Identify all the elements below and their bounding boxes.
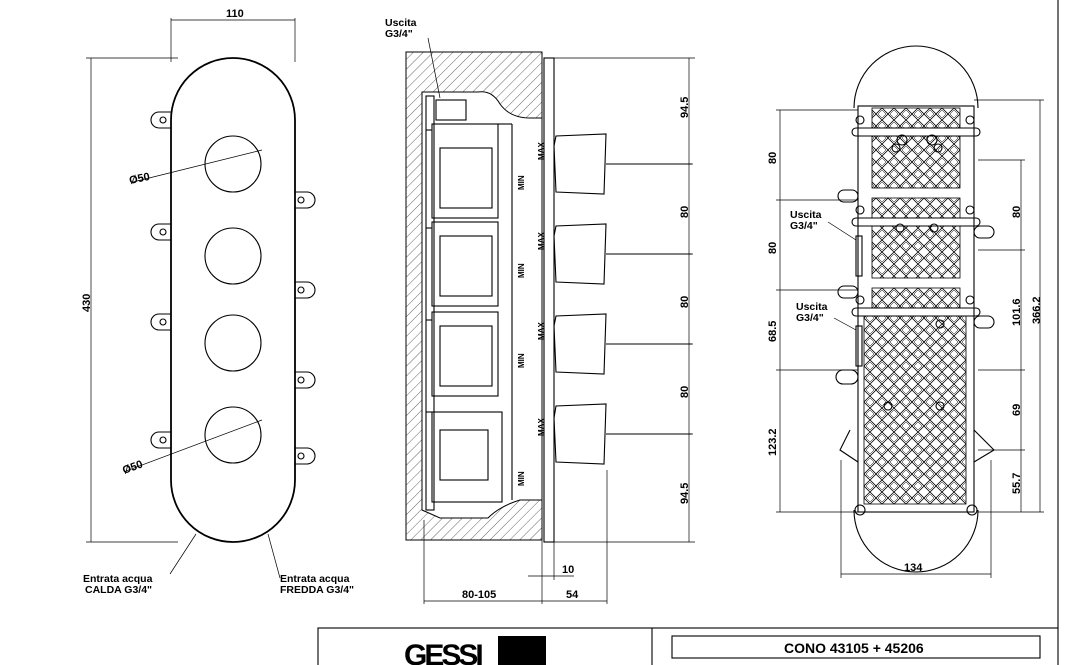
max-label-4: MAX bbox=[537, 418, 546, 436]
title-block: CONO 43105 + 45206 GESSI bbox=[317, 627, 1059, 665]
min-label-4: MIN bbox=[517, 471, 526, 486]
outlet-leader bbox=[427, 37, 441, 99]
side-view: MIN MAX MIN MAX MIN MAX MIN MAX Uscita G… bbox=[385, 17, 695, 604]
dia-leader-top bbox=[132, 149, 263, 183]
side-dim-4: 80 bbox=[679, 386, 691, 398]
rear-frame bbox=[857, 105, 975, 513]
mesh-zone-4 bbox=[871, 225, 961, 279]
rear-outlet-2-label-1: Uscita bbox=[796, 301, 828, 313]
rear-outlet-1-label-2: G3/4" bbox=[790, 220, 818, 232]
rear-left-dim-1: 80 bbox=[767, 152, 779, 164]
rear-outlet-leader-1 bbox=[827, 221, 857, 241]
max-label-1: MAX bbox=[537, 142, 546, 160]
side-dim-2: 80 bbox=[679, 206, 691, 218]
rear-screws bbox=[854, 115, 978, 516]
mesh-zone-1 bbox=[871, 107, 961, 129]
knob-hole-4 bbox=[204, 406, 262, 464]
knob-dia-top: Ø50 bbox=[128, 171, 151, 187]
knob-hole-1 bbox=[204, 135, 262, 193]
max-label-2: MAX bbox=[537, 232, 546, 250]
rear-total-dim: 366.2 bbox=[1031, 296, 1043, 324]
mesh-zone-3 bbox=[871, 197, 961, 219]
knob-hole-2 bbox=[204, 227, 262, 285]
gessi-logo: GESSI bbox=[404, 639, 482, 665]
side-dim-5: 94.5 bbox=[679, 483, 691, 504]
rear-view: Uscita G3/4" Uscita G3/4" 80 80 68.5 123… bbox=[767, 45, 1044, 578]
rear-left-dim-4: 123.2 bbox=[767, 428, 779, 456]
rear-outlet-leader-2 bbox=[833, 317, 857, 331]
side-dim-1: 94.5 bbox=[679, 97, 691, 118]
rear-right-dim-1: 80 bbox=[1011, 206, 1023, 218]
cover-plate-side bbox=[543, 57, 555, 543]
rear-right-dim-3: 69 bbox=[1011, 404, 1023, 416]
rear-right-dim-4: 55.7 bbox=[1011, 473, 1023, 494]
dia-leader-bottom bbox=[125, 419, 263, 472]
valve-internals bbox=[425, 95, 513, 511]
rear-outlet-2-label-2: G3/4" bbox=[796, 312, 824, 324]
inlet-cold-label-2: FREDDA G3/4" bbox=[280, 584, 354, 596]
mounting-lugs bbox=[150, 111, 316, 465]
plate-dim: 10 bbox=[562, 564, 574, 576]
depth-dim: 80-105 bbox=[462, 589, 496, 601]
rear-top-arc bbox=[853, 45, 979, 109]
title-block-frame bbox=[317, 627, 1059, 665]
mesh-zone-5 bbox=[871, 287, 961, 309]
knob-dia-bottom: Ø50 bbox=[121, 458, 145, 476]
side-dim-3: 80 bbox=[679, 296, 691, 308]
rear-left-dim-3: 68.5 bbox=[767, 321, 779, 342]
min-label-3: MIN bbox=[517, 353, 526, 368]
product-box bbox=[671, 635, 1041, 659]
rear-width-dim: 134 bbox=[904, 562, 923, 574]
min-max-labels: MIN MAX MIN MAX MIN MAX MIN MAX bbox=[517, 142, 546, 486]
rear-outlet-1-label-1: Uscita bbox=[790, 209, 822, 221]
inlet-hot-label-1: Entrata acqua bbox=[83, 573, 153, 585]
inlet-cold-label-1: Entrata acqua bbox=[280, 573, 350, 585]
min-label-2: MIN bbox=[517, 263, 526, 278]
max-label-3: MAX bbox=[537, 322, 546, 340]
outlet-label-2: G3/4" bbox=[385, 28, 413, 40]
mesh-zone-6 bbox=[863, 315, 967, 505]
knob-hole-3 bbox=[204, 314, 262, 372]
product-name: CONO 43105 + 45206 bbox=[784, 640, 924, 656]
inlet-hot-leader bbox=[169, 533, 197, 575]
rear-left-ext bbox=[776, 109, 858, 513]
front-width-dim: 110 bbox=[226, 8, 244, 20]
front-height-dim: 430 bbox=[81, 294, 93, 312]
front-view: Ø50 Ø50 110 430 Entrata acqua CALDA G3/4… bbox=[81, 8, 354, 596]
inlet-cold-leader bbox=[267, 533, 281, 579]
min-label-1: MIN bbox=[517, 175, 526, 190]
front-plate-outline bbox=[170, 57, 296, 543]
outlet-slot-2 bbox=[855, 325, 863, 367]
side-knobs bbox=[553, 133, 692, 465]
outlet-slot-1 bbox=[855, 235, 863, 277]
rear-crossbars bbox=[835, 127, 995, 463]
inlet-hot-label-2: CALDA G3/4" bbox=[85, 584, 152, 596]
dim-ticks bbox=[685, 163, 693, 435]
protrusion-dim: 54 bbox=[566, 589, 579, 601]
rear-right-ext bbox=[974, 99, 1044, 513]
rear-right-dim-2: 101.6 bbox=[1011, 298, 1023, 326]
rear-left-dim-2: 80 bbox=[767, 242, 779, 254]
outlet-label-1: Uscita bbox=[385, 17, 417, 29]
rear-bottom-arc bbox=[853, 509, 979, 573]
gessi-logo-block bbox=[498, 636, 546, 665]
mesh-zone-2 bbox=[871, 135, 961, 189]
